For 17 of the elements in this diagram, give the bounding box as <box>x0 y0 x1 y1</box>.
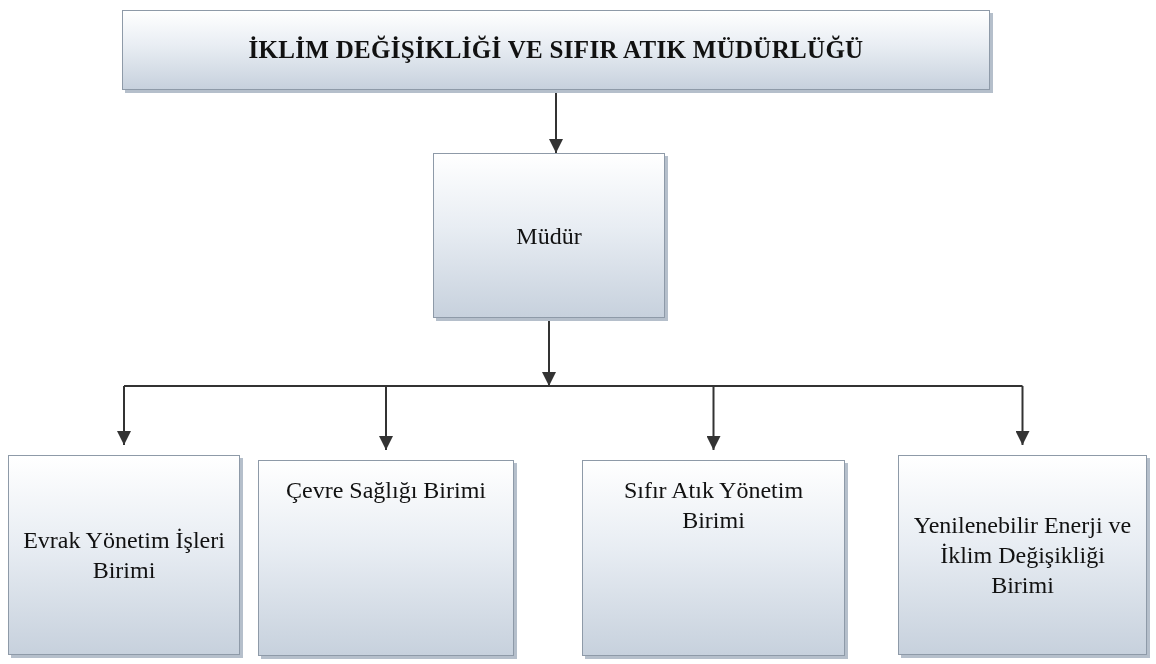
bus-line <box>123 385 1024 387</box>
title: İKLİM DEĞİŞİKLİĞİ VE SIFIR ATIK MÜDÜRLÜĞÜ <box>247 34 865 66</box>
unit-box <box>258 460 514 656</box>
unit-name: Müdür <box>515 221 583 251</box>
unit-box <box>898 455 1147 655</box>
unit-box <box>8 455 240 655</box>
unit-name: Evrak Yönetim İşleri Birimi <box>22 526 226 585</box>
unit-name: Yenilenebilir Enerji ve İklim Değişikliği Birimi <box>912 511 1133 600</box>
unit-name: Çevre Sağlığı Birimi <box>285 476 487 505</box>
arrow <box>1015 385 1030 446</box>
unit-box <box>582 460 845 656</box>
title-box <box>122 10 990 90</box>
manager-box <box>433 153 665 318</box>
unit-name: Sıfır Atık Yönetim Birimi <box>622 476 805 535</box>
arrow <box>117 385 131 446</box>
arrow <box>706 385 721 451</box>
arrow <box>379 385 393 451</box>
